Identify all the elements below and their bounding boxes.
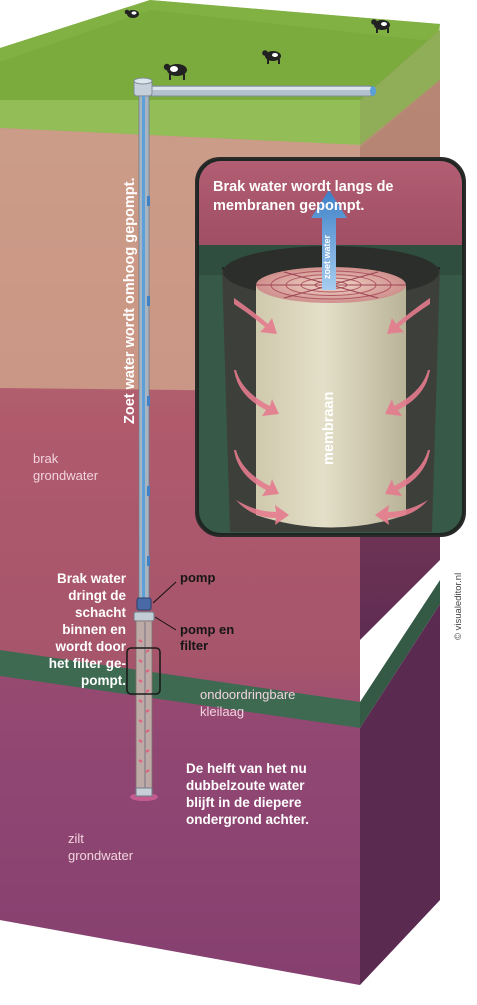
membrane-label: membraan (321, 391, 337, 465)
salt-groundwater-label: zilt grondwater (68, 831, 134, 863)
flow-arrows-right (375, 298, 430, 525)
pumped-up-label: Zoet water wordt omhoog gepompt. (122, 177, 138, 425)
riser-pipe (138, 95, 150, 609)
half-saltier-label: De helft van het nu dubbelzoute water bl… (186, 761, 310, 827)
filter-icon (130, 611, 158, 801)
inset-caption: Brak water wordt langs de membranen gepo… (213, 179, 394, 214)
brackish-enters-label: Brak water dringt de schacht binnen en w… (48, 571, 126, 688)
flow-arrows-left (234, 298, 289, 525)
filter-highlight-box (126, 647, 161, 695)
outlet-pipe (145, 85, 376, 97)
cow-icon (262, 50, 281, 64)
clay-layer (0, 650, 360, 728)
pump-filter-label: pomp en filter (180, 622, 235, 653)
pump-label: pomp (180, 570, 216, 585)
fresh-water-arrow (311, 190, 347, 290)
brackish-groundwater-label: brak grondwater (33, 451, 99, 483)
cow-icon (124, 9, 139, 18)
pump-icon (136, 597, 152, 611)
cow-icon (371, 19, 390, 33)
fresh-water-arrow-label: zoet water (322, 234, 332, 279)
cow-icon (163, 63, 187, 80)
membrane-inset-panel (195, 157, 466, 537)
well-head (133, 77, 153, 97)
clay-layer-label: ondoordringbare kleilaag (200, 687, 296, 719)
credit-label: © visualeditor.nl (453, 572, 464, 640)
